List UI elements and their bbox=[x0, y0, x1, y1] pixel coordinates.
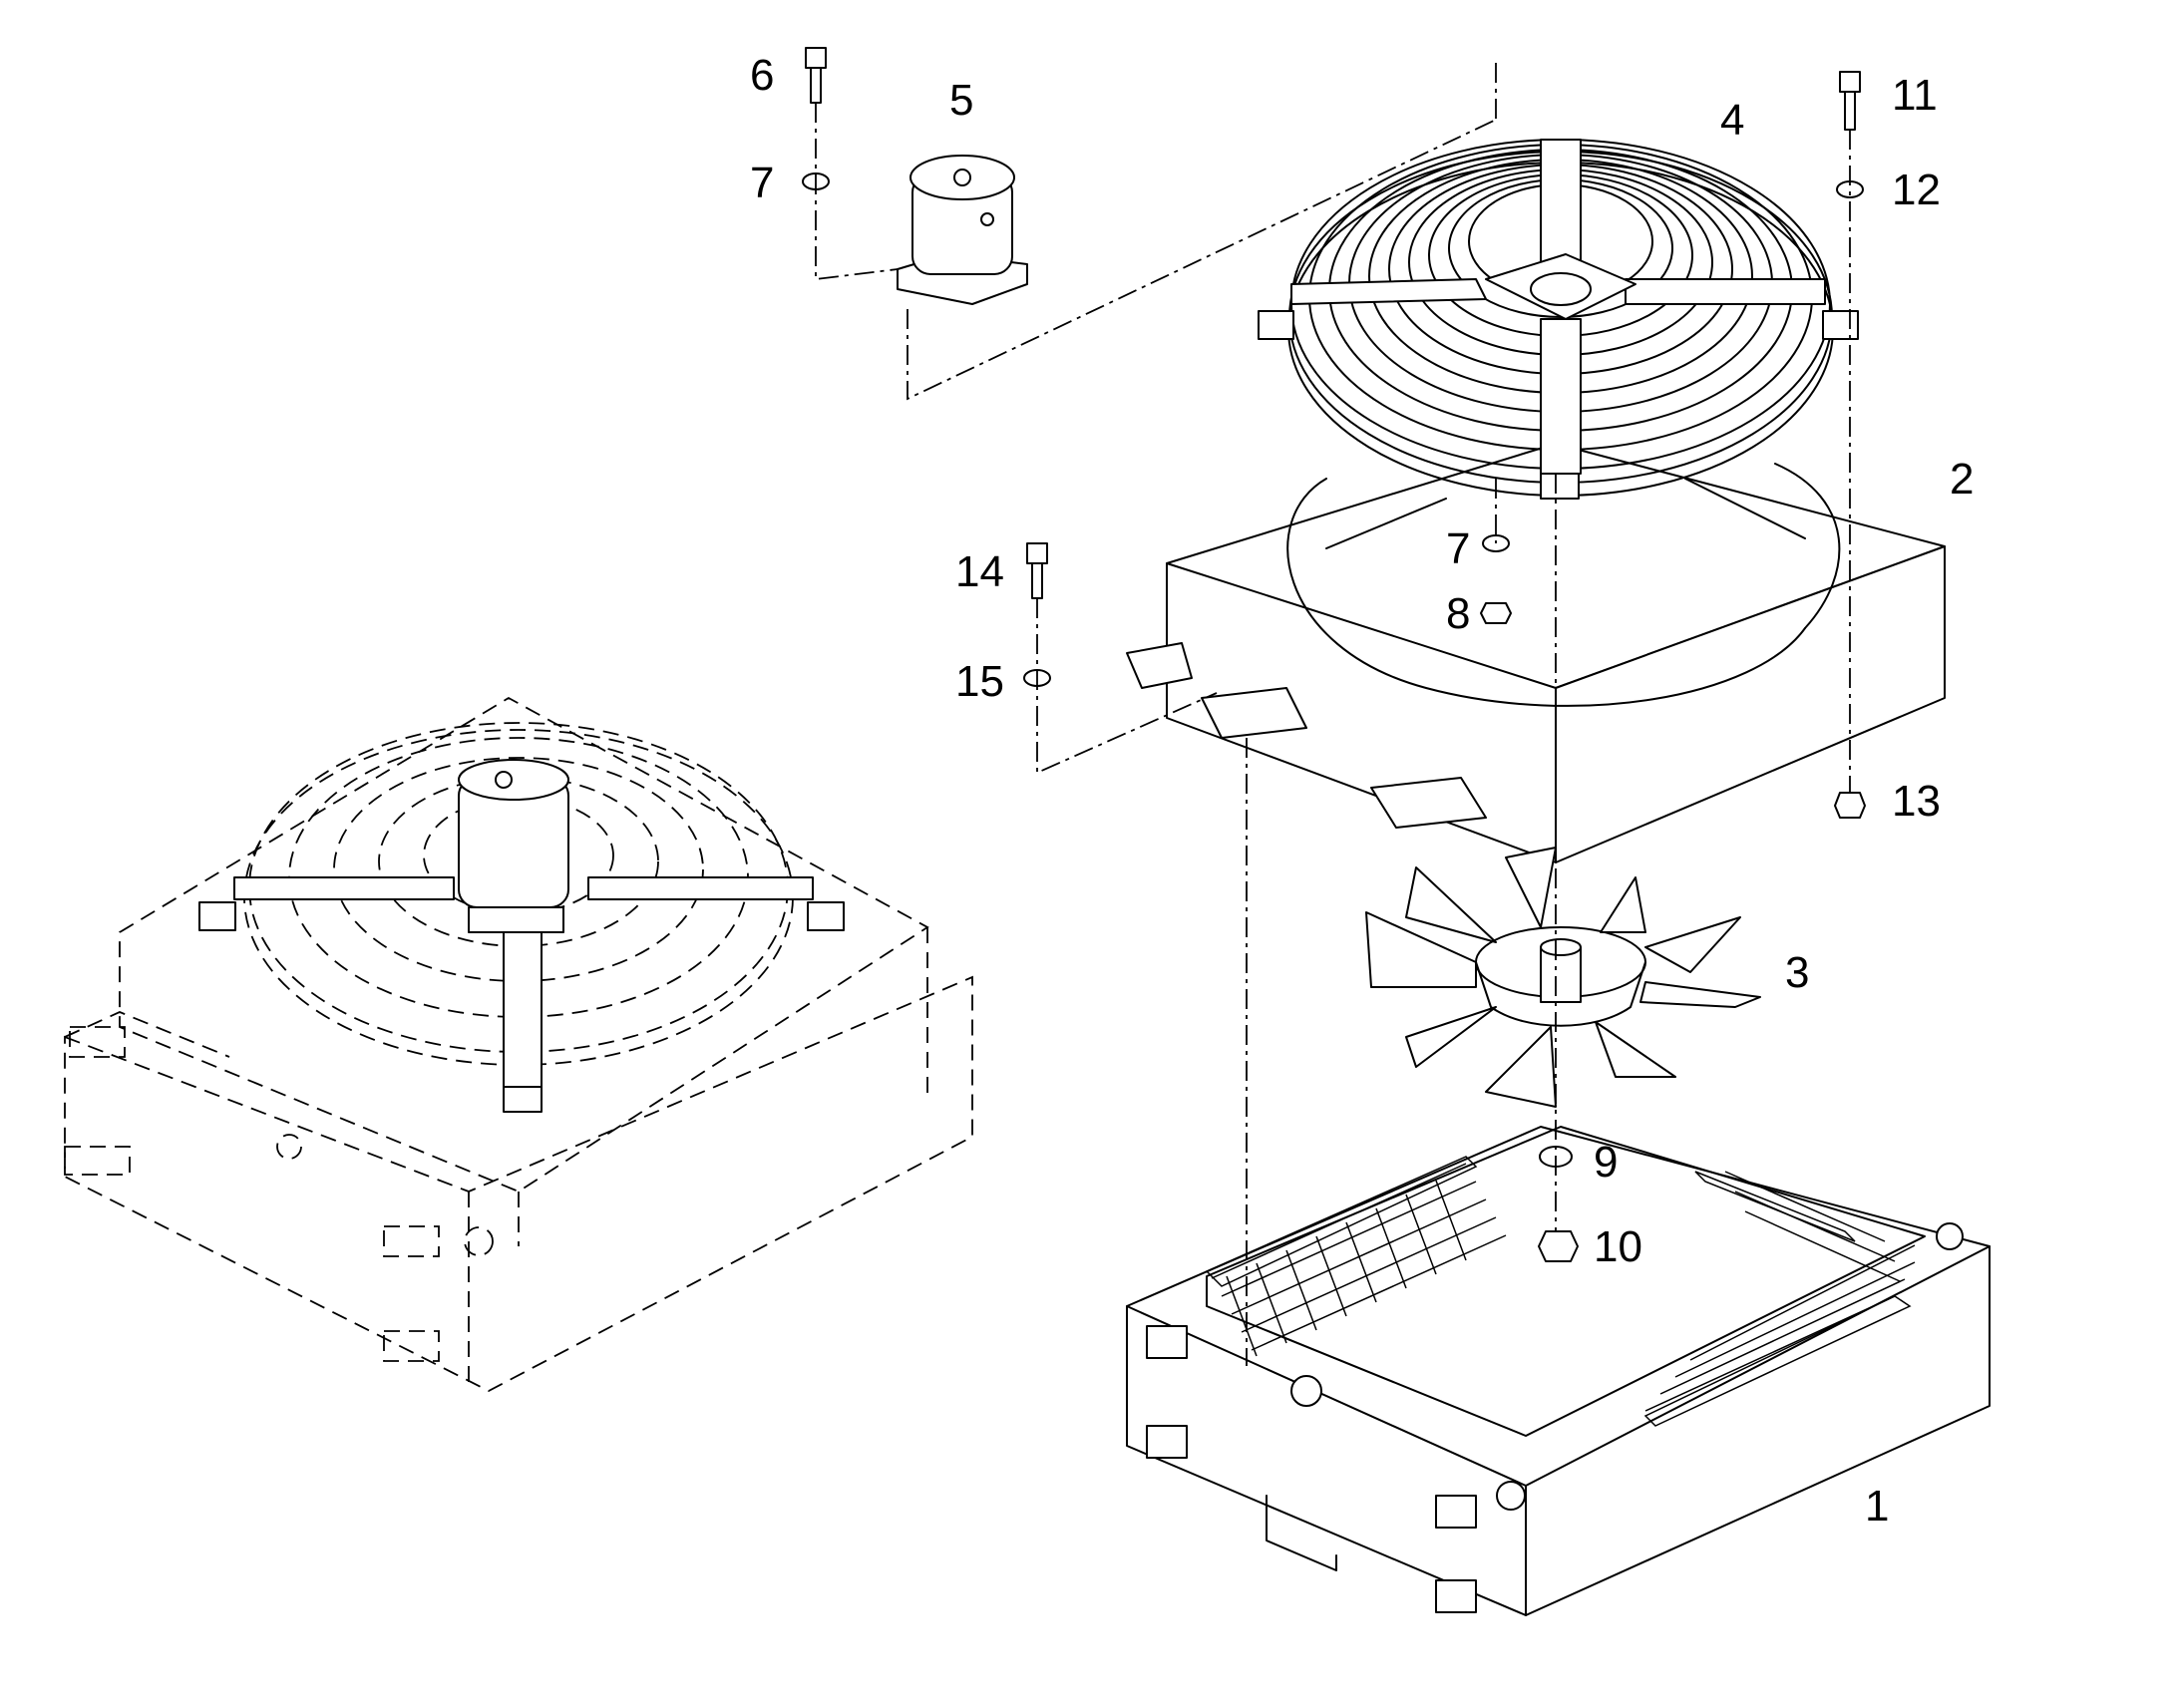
callout-3: 3 bbox=[1785, 948, 1809, 997]
callout-7-center: 7 bbox=[1446, 524, 1470, 573]
callout-2: 2 bbox=[1950, 455, 1974, 504]
fin-grid-right bbox=[1644, 1171, 1916, 1412]
part-1-cooler-core bbox=[1126, 1126, 1991, 1616]
part-5-hydraulic-motor bbox=[897, 155, 1028, 305]
assembly-lines bbox=[815, 63, 1851, 1366]
callout-9: 9 bbox=[1594, 1138, 1618, 1187]
part-4-fan-guard bbox=[1258, 139, 1859, 500]
callout-labels: 1 2 3 4 5 6 7 7 8 9 10 11 12 13 14 15 bbox=[750, 51, 1974, 1531]
assembled-cooler-view bbox=[64, 696, 973, 1393]
callout-6: 6 bbox=[750, 51, 774, 100]
callout-11: 11 bbox=[1892, 71, 1938, 120]
callout-10: 10 bbox=[1594, 1222, 1642, 1271]
callout-4: 4 bbox=[1720, 96, 1744, 145]
part-3-fan bbox=[1365, 847, 1761, 1108]
callout-1: 1 bbox=[1865, 1482, 1889, 1531]
callout-15: 15 bbox=[955, 657, 1004, 706]
callout-8: 8 bbox=[1446, 589, 1470, 638]
callout-14: 14 bbox=[955, 547, 1004, 596]
callout-7-upper: 7 bbox=[750, 159, 774, 207]
fin-grid-left bbox=[1211, 1163, 1507, 1357]
callout-12: 12 bbox=[1892, 166, 1941, 214]
fasteners bbox=[802, 47, 1866, 1262]
callout-5: 5 bbox=[949, 76, 973, 125]
part-2-fan-shroud bbox=[1126, 443, 1946, 863]
callout-13: 13 bbox=[1892, 777, 1941, 826]
